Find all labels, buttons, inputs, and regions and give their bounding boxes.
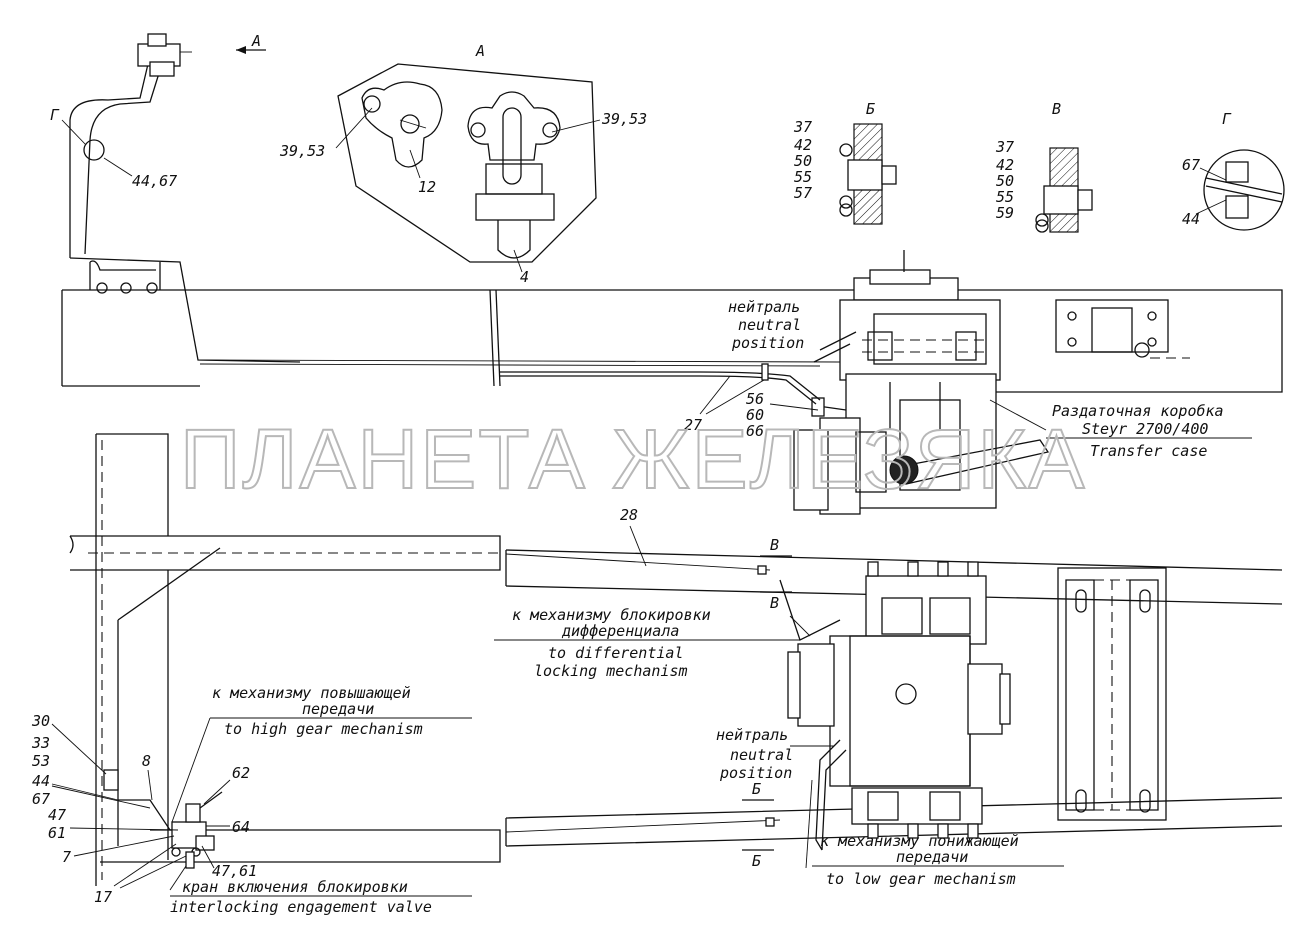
callout-27: 27 <box>684 416 702 434</box>
note-valve-ru: кран включения блокировки <box>182 878 408 896</box>
interlock-valve <box>103 769 223 869</box>
note-diff-ru1: к механизму блокировки <box>512 606 711 624</box>
detail-g: Г 67 44 <box>1182 110 1285 231</box>
callout-56: 56 <box>746 390 764 408</box>
note-neutral-bot-en2: position <box>719 764 792 782</box>
section-b-bottom: Б <box>752 852 761 870</box>
note-low-ru2: передачи <box>896 848 968 866</box>
callout-39-53-left: 39,53 <box>279 142 325 160</box>
callout-v-55: 55 <box>996 188 1014 206</box>
callout-8: 8 <box>142 752 151 770</box>
callout-b-42: 42 <box>794 136 812 154</box>
note-neutral-bottom: нейтраль neutral position <box>716 726 834 782</box>
callout-g-67: 67 <box>1182 156 1200 174</box>
callout-60: 60 <box>746 406 764 424</box>
note-transfer-model: Steyr 2700/400 <box>1082 420 1208 438</box>
callout-17: 17 <box>94 888 112 906</box>
arrow-a-label: A <box>251 32 261 50</box>
callout-v-59: 59 <box>996 204 1014 222</box>
callout-b-57: 57 <box>794 184 812 202</box>
view-a: A 39,53 39,53 12 4 <box>279 42 647 286</box>
section-v: В 37 42 50 55 59 <box>995 100 1093 233</box>
callout-4: 4 <box>520 268 529 286</box>
callout-44: 44 <box>32 772 50 790</box>
note-diff-en1: to differential <box>548 644 683 662</box>
note-neutral-bot-en1: neutral <box>730 746 793 764</box>
callout-g-44: 44 <box>1182 210 1200 228</box>
view-a-title: A <box>475 42 485 60</box>
note-neutral-bot-ru: нейтраль <box>716 726 788 744</box>
callout-30: 30 <box>31 712 50 730</box>
transfer-case-side <box>793 250 1050 515</box>
callout-64: 64 <box>232 818 250 836</box>
callout-66: 66 <box>746 422 764 440</box>
callout-47: 47 <box>48 806 66 824</box>
note-neutral-top-ru: нейтраль <box>728 298 800 316</box>
note-high-en: to high gear mechanism <box>224 720 423 738</box>
callout-v-37: 37 <box>995 138 1014 156</box>
hose-differential <box>779 579 841 641</box>
note-transfer-ru: Раздаточная коробка <box>1052 402 1224 420</box>
callout-v-42: 42 <box>996 156 1014 174</box>
bracket-hole-g <box>83 139 105 161</box>
section-markers: В В Б Б <box>742 536 792 870</box>
callout-39-53-right: 39,53 <box>601 110 647 128</box>
note-low-en: to low gear mechanism <box>826 870 1016 888</box>
section-v-title: В <box>1052 100 1061 118</box>
callout-53: 53 <box>32 752 50 770</box>
note-valve-en: interlocking engagement valve <box>170 898 432 916</box>
callout-b-37: 37 <box>793 118 812 136</box>
callout-33: 33 <box>31 734 50 752</box>
section-b-top: Б <box>752 780 761 798</box>
note-transfer-case: Раздаточная коробка Steyr 2700/400 Trans… <box>989 399 1252 460</box>
section-b-title: Б <box>866 100 875 118</box>
section-b: Б 37 42 50 55 57 <box>793 100 897 225</box>
callout-67: 67 <box>32 790 50 808</box>
callout-61: 61 <box>48 824 66 842</box>
callout-7: 7 <box>62 848 71 866</box>
note-differential: к механизму блокировки дифференциала to … <box>494 606 811 680</box>
callout-v-50: 50 <box>996 172 1014 190</box>
cab-console-view: A Г 44,67 <box>50 32 301 363</box>
marker-g: Г <box>50 106 60 124</box>
note-diff-en2: locking mechanism <box>534 662 688 680</box>
note-neutral-top-en1: neutral <box>738 316 801 334</box>
section-v-bottom: В <box>770 594 779 612</box>
frame-side-view <box>61 260 1283 393</box>
section-v-top: В <box>770 536 779 554</box>
note-neutral-top-en2: position <box>731 334 804 352</box>
callout-b-50: 50 <box>794 152 812 170</box>
callout-62: 62 <box>232 764 250 782</box>
note-transfer-en: Transfer case <box>1090 442 1207 460</box>
detail-g-title: Г <box>1222 110 1232 128</box>
note-low-gear: к механизму понижающей передачи to low g… <box>805 779 1064 888</box>
hose-lines-27: 27 <box>500 331 857 434</box>
note-valve: кран включения блокировки interlocking e… <box>170 878 472 916</box>
callout-28: 28 <box>620 506 638 524</box>
frame-plan-view <box>69 433 1283 886</box>
callout-12: 12 <box>418 178 436 196</box>
note-high-ru2: передачи <box>302 700 374 718</box>
watermark: ПЛАНЕТА ЖЕЛЕЗЯКА <box>180 412 1086 506</box>
note-diff-ru2: дифференциала <box>561 622 679 640</box>
callout-47-61: 47,61 <box>212 862 257 880</box>
callout-44-67: 44,67 <box>132 172 177 190</box>
note-low-ru1: к механизму понижающей <box>820 832 1019 850</box>
note-high-ru1: к механизму повышающей <box>212 684 411 702</box>
note-high-gear: к механизму повышающей передачи to high … <box>171 684 472 823</box>
transfer-case-plan <box>787 561 1011 839</box>
callout-b-55: 55 <box>794 168 812 186</box>
